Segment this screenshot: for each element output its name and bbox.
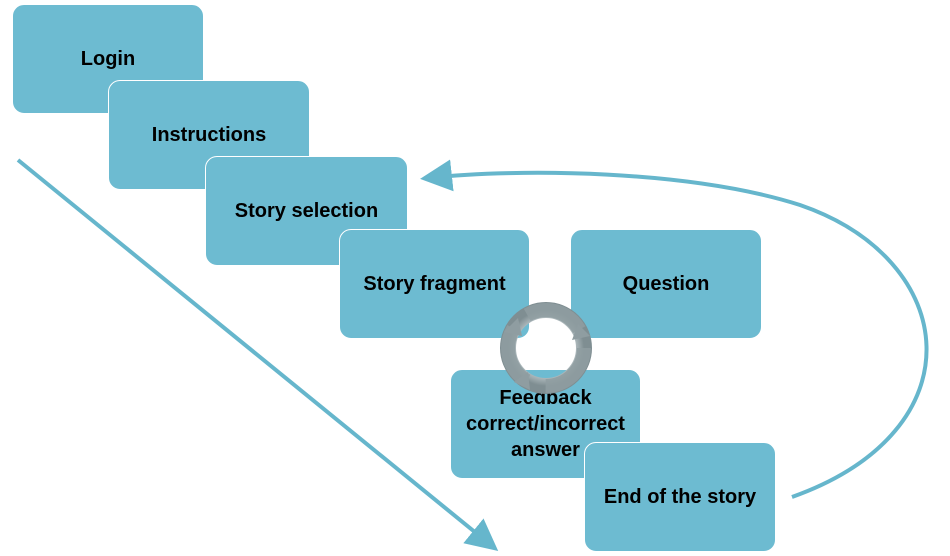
- step-end-of-story-label: End of the story: [603, 486, 757, 508]
- progress-arrow: [16, 158, 499, 552]
- step-end-of-story: End of the story: [584, 442, 776, 552]
- step-story-fragment: Story fragment: [339, 229, 530, 339]
- step-story-selection-label: Story selection: [234, 200, 379, 222]
- cycle-icon: [500, 302, 592, 394]
- step-login-label: Login: [80, 48, 136, 70]
- step-story-fragment-label: Story fragment: [363, 273, 506, 295]
- step-feedback-label: Feedback correct/incorrect answer: [466, 387, 625, 461]
- step-question-label: Question: [622, 273, 710, 295]
- step-question: Question: [570, 229, 762, 339]
- step-instructions-label: Instructions: [151, 124, 267, 146]
- loop-back-arrow: [420, 159, 929, 499]
